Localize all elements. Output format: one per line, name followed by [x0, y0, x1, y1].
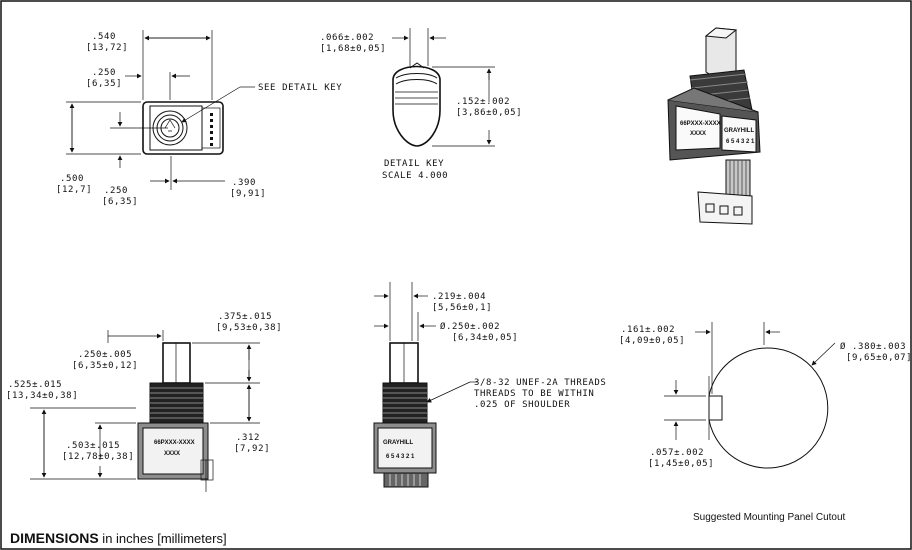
side-shaft-d-mm: [6,34±0,05]	[452, 333, 518, 343]
iso-part-no: 66PXXX-XXXX	[680, 121, 721, 127]
side-flat-w: .219±.004	[432, 292, 486, 302]
footer-title: DIMENSIONS	[10, 530, 99, 546]
top-height-mm: [12,7]	[56, 185, 92, 195]
footer-caption: DIMENSIONS in inches [millimeters]	[10, 530, 227, 546]
cutout-key-w: .057±.002	[650, 448, 704, 458]
front-overall-mm: [13,34±0,38]	[6, 391, 78, 401]
iso-brand: GRAYHILL	[724, 128, 754, 134]
detail-key-caption: DETAIL KEY	[384, 159, 444, 169]
key-height-mm: [3,86±0,05]	[456, 108, 522, 118]
side-pins: 6 5 4 3 2 1	[386, 454, 415, 460]
cutout-outline	[708, 347, 829, 469]
detail-key-scale: SCALE 4.000	[382, 171, 448, 181]
top-height-in: .500	[60, 174, 84, 184]
front-shaft	[162, 342, 191, 384]
top-shaft-off-mm: [6,35]	[86, 79, 122, 89]
front-body-dim-mm: [12,78±0,38]	[62, 452, 134, 462]
key-width: .066±.002	[320, 33, 374, 43]
front-overall: .525±.015	[8, 380, 62, 390]
top-right-off-mm: [9,91]	[230, 189, 266, 199]
iso-part-sub: XXXX	[690, 131, 706, 137]
front-flat: .250±.005	[78, 350, 132, 360]
top-shaft-off-in: .250	[92, 68, 116, 78]
cutout-flat-off-mm: [4,09±0,05]	[619, 336, 685, 346]
front-bush: .312	[236, 433, 260, 443]
front-view	[30, 330, 260, 492]
top-width-in: .540	[92, 32, 116, 42]
thread-spec-2: THREADS TO BE WITHIN	[474, 389, 594, 399]
top-bottom-off-in: .250	[104, 186, 128, 196]
front-part-no: 66PXXX-XXXX	[154, 440, 195, 446]
front-bush-mm: [7,92]	[234, 444, 270, 454]
see-detail-key-callout: SEE DETAIL KEY	[258, 83, 342, 93]
front-body-dim: .503±.015	[66, 441, 120, 451]
side-shaft-d: Ø.250±.002	[440, 321, 500, 332]
cutout-flat-off: .161±.002	[621, 325, 675, 335]
footer-units: in inches [millimeters]	[99, 531, 227, 546]
cutout-caption: Suggested Mounting Panel Cutout	[693, 512, 846, 523]
side-brand: GRAYHILL	[383, 440, 413, 446]
top-bottom-off-mm: [6,35]	[102, 197, 138, 207]
key-height: .152±.002	[456, 97, 510, 107]
top-view	[66, 30, 255, 190]
front-part-sub: XXXX	[164, 451, 180, 457]
cutout-key-w-mm: [1,45±0,05]	[648, 459, 714, 469]
front-shaft-len: .375±.015	[218, 312, 272, 322]
isometric-view	[667, 27, 761, 225]
front-shaft-len-mm: [9,53±0,38]	[216, 323, 282, 333]
thread-spec-3: .025 OF SHOULDER	[474, 400, 570, 410]
cutout-dia: Ø .380±.003	[840, 341, 906, 352]
side-flat-w-mm: [5,56±0,1]	[432, 303, 492, 313]
detail-key-view	[392, 28, 495, 147]
key-width-mm: [1,68±0,05]	[320, 44, 386, 54]
panel-cutout	[664, 322, 836, 469]
iso-pins: 6 5 4 3 2 1	[726, 139, 755, 145]
front-flat-mm: [6,35±0,12]	[72, 361, 138, 371]
thread-spec-1: 3/8-32 UNEF-2A THREADS	[474, 378, 606, 388]
top-width-mm: [13,72]	[86, 43, 128, 53]
top-right-off-in: .390	[232, 178, 256, 188]
side-view	[373, 282, 478, 488]
cutout-dia-mm: [9,65±0,07]	[846, 353, 912, 363]
